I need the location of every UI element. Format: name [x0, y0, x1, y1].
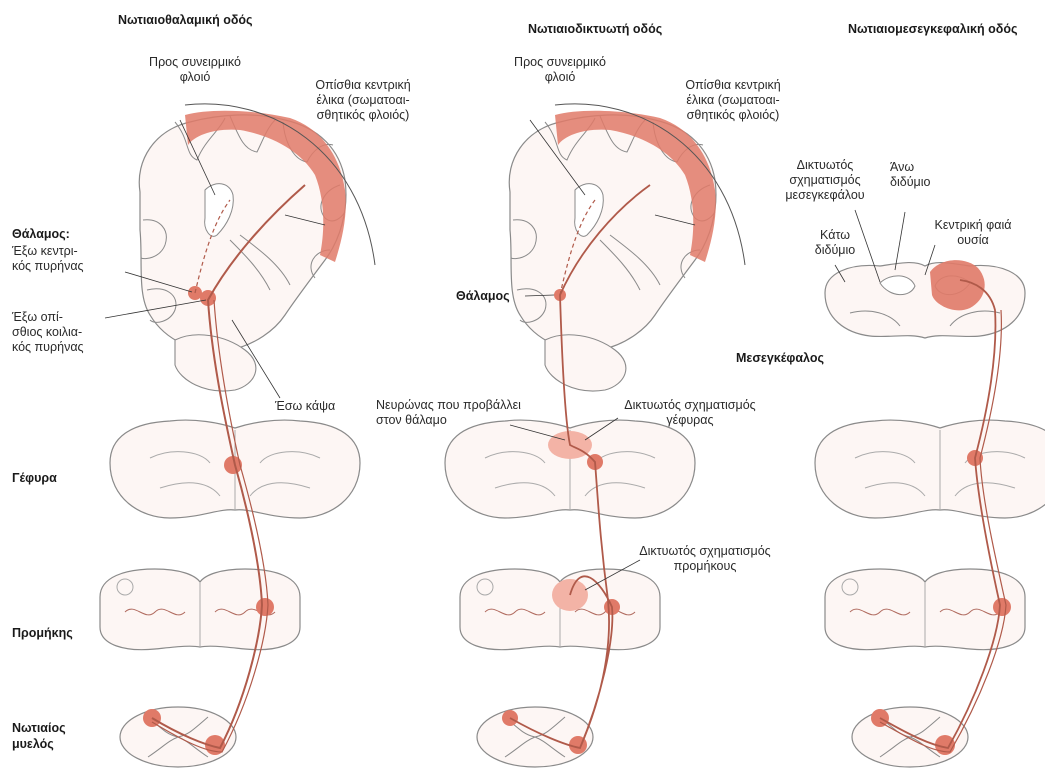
title-spinoreticular: Νωτιαιοδικτυωτή οδός [528, 22, 662, 36]
right-label-midbrain: Μεσεγκέφαλος [736, 350, 824, 366]
left-label-spinal-cord: Νωτιαίος μυελός [12, 720, 66, 752]
title-spinomesencephalic: Νωτιαιομεσεγκεφαλική οδός [848, 22, 1017, 36]
left-column [100, 104, 375, 767]
left-medulla-highlight [256, 598, 274, 616]
middle-label-projecting-neuron: Νευρώνας που προβάλλει στον θάλαμο [376, 398, 521, 428]
middle-label-postcentral: Οπίσθια κεντρική έλικα (σωματοαι- σθητικ… [668, 78, 798, 123]
right-pons-section [815, 420, 1045, 518]
right-label-midbrain-rf: Δικτυωτός σχηματισμός μεσεγκεφάλου [770, 158, 880, 203]
middle-column [445, 104, 745, 767]
title-spinothalamic: Νωτιαιοθαλαμική οδός [118, 13, 253, 27]
right-medulla-highlight [993, 598, 1011, 616]
left-label-thalamus: Θάλαμος: [12, 226, 70, 242]
right-label-superior-colliculus: Άνω διδύμιο [890, 160, 930, 190]
right-column [815, 210, 1045, 767]
right-label-inferior-colliculus: Κάτω διδύμιο [800, 228, 870, 258]
left-label-cortex-target: Προς συνειρμικό φλοιό [130, 55, 260, 85]
middle-label-thalamus: Θάλαμος [456, 288, 510, 304]
left-label-centrolateral: Έξω κεντρι- κός πυρήνας [12, 244, 84, 274]
left-label-vpl: Έξω οπί- σθιος κοιλια- κός πυρήνας [12, 310, 84, 355]
middle-label-medullary-rf: Δικτυωτός σχηματισμός προμήκους [620, 544, 790, 574]
right-label-pag: Κεντρική φαιά ουσία [918, 218, 1028, 248]
middle-label-cortex-target: Προς συνειρμικό φλοιό [495, 55, 625, 85]
left-label-medulla: Προμήκης [12, 625, 73, 641]
left-label-internal-capsule: Έσω κάψα [275, 399, 335, 414]
left-label-postcentral: Οπίσθια κεντρική έλικα (σωματοαι- σθητικ… [298, 78, 428, 123]
middle-medulla-section [460, 569, 660, 650]
left-label-pons: Γέφυρα [12, 470, 57, 486]
middle-label-pontine-rf: Δικτυωτός σχηματισμός γέφυρας [605, 398, 775, 428]
